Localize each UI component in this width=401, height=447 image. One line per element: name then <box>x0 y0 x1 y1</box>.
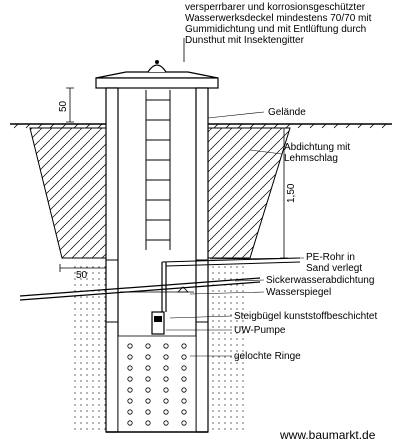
steigbuegel-label: Steigbügel kunststoffbeschichtet <box>234 311 378 322</box>
abdichtung-label-line2: Lehmschlag <box>284 153 338 164</box>
ring-hole <box>181 387 187 393</box>
watermark: www.baumarkt.de <box>280 428 376 442</box>
abdichtung-label-line1: Abdichtung mit <box>284 142 351 153</box>
ring-hole <box>145 398 151 404</box>
pe-pipe <box>161 257 301 312</box>
ring-hole <box>181 376 187 382</box>
water-level <box>120 286 194 293</box>
ring-hole <box>181 354 187 360</box>
lid-label-line3: Gummidichtung und mit Entlüftung durch <box>185 24 367 35</box>
ring-hole <box>181 398 187 404</box>
ring-hole <box>145 343 151 349</box>
ground-surface <box>10 123 392 129</box>
ring-hole <box>127 365 133 371</box>
ring-hole <box>181 420 187 426</box>
uw-pumpe-label: UW-Pumpe <box>234 325 286 336</box>
ring-hole <box>181 409 187 415</box>
ring-hole <box>145 409 151 415</box>
dim-clay-height: 1,50 <box>286 183 297 203</box>
lid-label-line1: versperrbarer und korrosionsgeschützter <box>185 2 366 13</box>
ring-hole <box>163 387 169 393</box>
ring-hole <box>127 420 133 426</box>
ladder <box>145 90 171 250</box>
ring-hole <box>127 387 133 393</box>
ring-hole <box>145 376 151 382</box>
ring-hole <box>163 376 169 382</box>
sickerwasser-label: Sickerwasserabdichtung <box>266 275 375 286</box>
dim-top-height: 50 <box>58 100 69 112</box>
lid <box>95 60 219 89</box>
ring-hole <box>127 376 133 382</box>
lid-label-line2: Wasserwerksdeckel mindestens 70/70 mit <box>185 13 372 24</box>
ring-hole <box>127 409 133 415</box>
perforated-rings <box>117 335 197 433</box>
ring-hole <box>163 365 169 371</box>
lid-label-line4: Dunsthut mit Insektengitter <box>185 35 304 46</box>
uw-pump <box>151 311 165 335</box>
ring-hole <box>163 343 169 349</box>
seepage-seal <box>19 277 261 301</box>
ring-hole <box>145 354 151 360</box>
clay-seal <box>29 127 291 259</box>
gelochte-ringe-label: gelochte Ringe <box>234 351 301 362</box>
dim-bottom-width: 50 <box>76 270 88 281</box>
ring-hole <box>145 365 151 371</box>
ring-hole <box>127 398 133 404</box>
ring-hole <box>181 343 187 349</box>
ring-holes <box>127 343 187 426</box>
ring-hole <box>181 365 187 371</box>
ring-hole <box>163 420 169 426</box>
ring-hole <box>163 354 169 360</box>
ring-hole <box>145 387 151 393</box>
ring-hole <box>127 343 133 349</box>
pe-rohr-label-line1: PE-Rohr in <box>306 252 355 263</box>
gelaende-label: Gelände <box>268 107 306 118</box>
ring-hole <box>145 420 151 426</box>
ring-hole <box>163 398 169 404</box>
ring-hole <box>127 354 133 360</box>
wasserspiegel-label: Wasserspiegel <box>266 287 332 298</box>
leader-lines <box>166 111 305 357</box>
pe-rohr-label-line2: Sand verlegt <box>306 263 363 274</box>
ring-hole <box>163 409 169 415</box>
